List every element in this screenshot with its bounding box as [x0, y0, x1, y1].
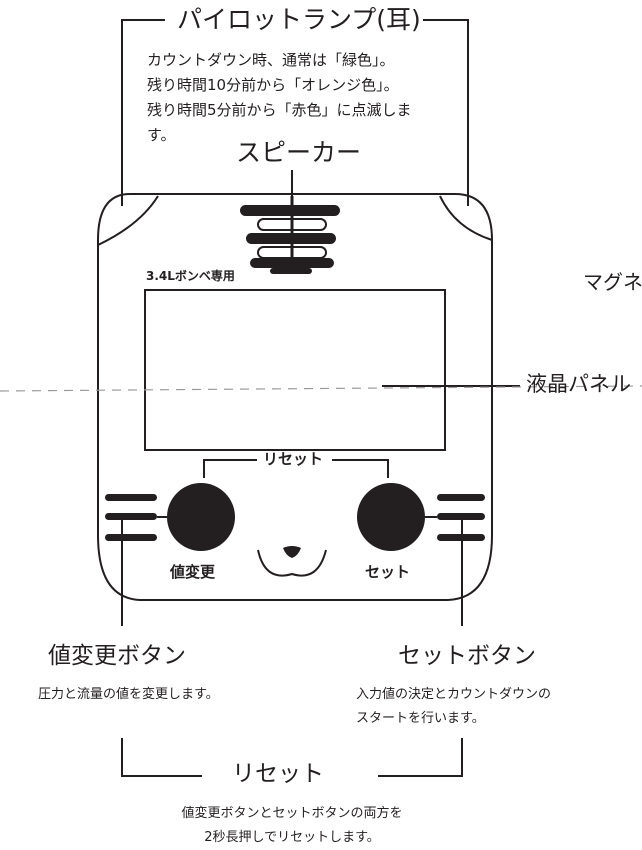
set-button-shape[interactable] [357, 483, 425, 551]
set-button-desc-1: 入力値の決定とカウントダウンの [356, 687, 552, 702]
left-whiskers [105, 494, 157, 541]
inner-reset-bracket-right [332, 459, 389, 478]
reset-desc-2: 2秒長押しでリセットします。 [204, 830, 380, 845]
reset-title: リセット [232, 761, 324, 787]
right-ear-line [439, 195, 493, 241]
speaker-grille [240, 196, 340, 274]
pilot-lamp-title: パイロットランプ(耳) [177, 5, 421, 34]
pilot-bracket-right [423, 19, 469, 206]
value-change-button-desc: 圧力と流量の値を変更します。 [38, 687, 219, 702]
reset-desc-1: 値変更ボタンとセットボタンの両方を [181, 806, 403, 821]
lcd-panel-label: 液晶パネル [526, 372, 631, 396]
value-change-button-title: 値変更ボタン [48, 643, 186, 669]
reset-bracket-right [378, 738, 463, 777]
reset-bracket-left [121, 738, 202, 777]
magnet-label: マグネ [583, 270, 642, 294]
dashed-cut-line [0, 385, 642, 392]
set-button-title: セットボタン [398, 643, 536, 669]
left-ear-line [97, 195, 159, 246]
pilot-desc-3: 残り時間5分前から「赤色」に点滅しま [147, 101, 412, 119]
set-button-label: セット [365, 563, 411, 581]
lcd-panel [144, 289, 446, 451]
cat-nose [283, 546, 301, 558]
pilot-desc-2: 残り時間10分前から「オレンジ色」。 [147, 76, 399, 94]
device-body [97, 193, 493, 601]
pilot-desc-4: す。 [147, 126, 176, 144]
value-change-button-shape[interactable] [167, 483, 235, 551]
cat-mouth [257, 549, 327, 577]
value-change-button-label: 値変更 [170, 563, 216, 581]
set-button-desc-2: スタートを行います。 [356, 711, 485, 726]
pilot-bracket-left [121, 19, 165, 206]
inner-reset-label: リセット [263, 450, 324, 468]
right-whiskers [437, 494, 485, 541]
bombe-label: 3.4Lボンベ専用 [146, 269, 235, 283]
pilot-desc-1: カウントダウン時、通常は「緑色」。 [147, 51, 395, 69]
speaker-label: スピーカー [236, 138, 362, 167]
inner-reset-bracket-left [203, 459, 257, 478]
